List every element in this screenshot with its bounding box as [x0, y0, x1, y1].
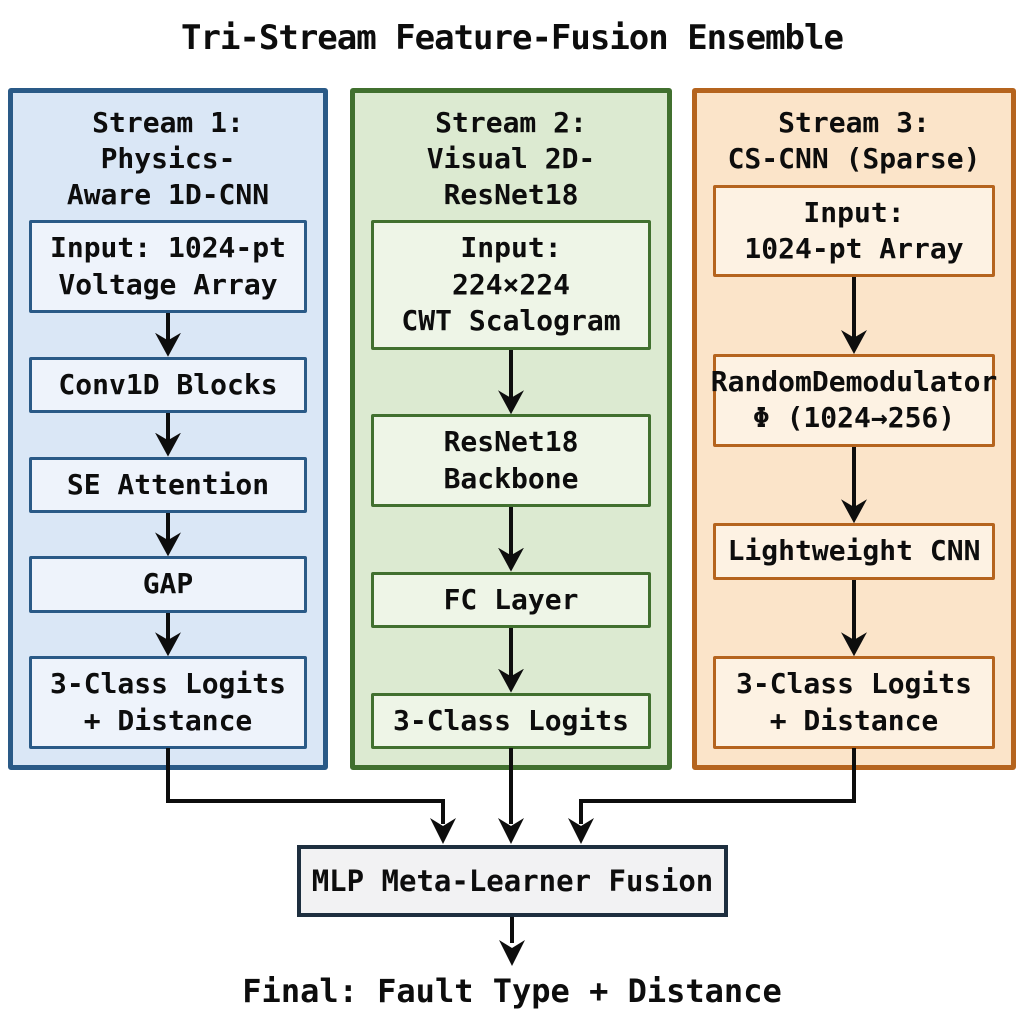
arrowhead-icon — [498, 818, 524, 844]
diagram-title: Tri-Stream Feature-Fusion Ensemble — [181, 18, 844, 58]
down-arrow-icon — [713, 446, 995, 524]
stream-2-panel: Stream 2: Visual 2D-ResNet18 Input: 224×… — [350, 88, 672, 770]
down-arrow-icon — [713, 579, 995, 657]
down-arrow-icon — [371, 628, 651, 693]
stream-2-fc-layer-box: FC Layer — [371, 571, 651, 629]
down-arrow-icon — [29, 612, 307, 656]
down-arrow-icon — [371, 507, 651, 572]
arrowhead-icon — [568, 818, 594, 844]
stream-1-se-attention-box: SE Attention — [29, 456, 307, 513]
down-arrow-icon — [371, 349, 651, 415]
stream-3-panel: Stream 3: CS-CNN (Sparse) Input: 1024-pt… — [692, 88, 1016, 770]
arrowhead-icon — [499, 940, 525, 966]
stream-1-panel: Stream 1: Physics- Aware 1D-CNN Input: 1… — [8, 88, 328, 770]
down-arrow-icon — [29, 313, 307, 356]
stream-1-header: Stream 1: Physics- Aware 1D-CNN — [66, 106, 270, 211]
stream-3-random-demodulator-box: RandomDemodulator Φ (1024→256) — [711, 353, 997, 447]
arrowhead-icon — [430, 818, 456, 844]
stream-1-input-box: Input: 1024-pt Voltage Array — [29, 220, 307, 314]
stream-3-input-box: Input: 1024-pt Array — [713, 184, 995, 278]
stream-2-resnet-box: ResNet18 Backbone — [371, 414, 651, 508]
fusion-box-label: MLP Meta-Learner Fusion — [311, 864, 714, 898]
down-arrow-icon — [713, 277, 995, 354]
down-arrow-icon — [29, 413, 307, 456]
fusion-box: MLP Meta-Learner Fusion — [297, 845, 728, 917]
down-arrow-icon — [29, 512, 307, 556]
stream-2-header: Stream 2: Visual 2D-ResNet18 — [426, 106, 596, 211]
stream-1-logits-box: 3-Class Logits + Distance — [29, 656, 307, 750]
final-output-label: Final: Fault Type + Distance — [242, 972, 782, 1010]
stream-2-logits-box: 3-Class Logits — [371, 692, 651, 749]
stream-3-logits-box: 3-Class Logits + Distance — [713, 656, 995, 749]
stream-2-input-box: Input: 224×224 CWT Scalogram — [371, 220, 651, 350]
stream-1-conv1d-box: Conv1D Blocks — [29, 356, 307, 414]
stream-3-lightweight-cnn-box: Lightweight CNN — [713, 523, 995, 580]
stream-3-header: Stream 3: CS-CNN (Sparse) — [727, 106, 981, 175]
stream-1-gap-box: GAP — [29, 556, 307, 613]
